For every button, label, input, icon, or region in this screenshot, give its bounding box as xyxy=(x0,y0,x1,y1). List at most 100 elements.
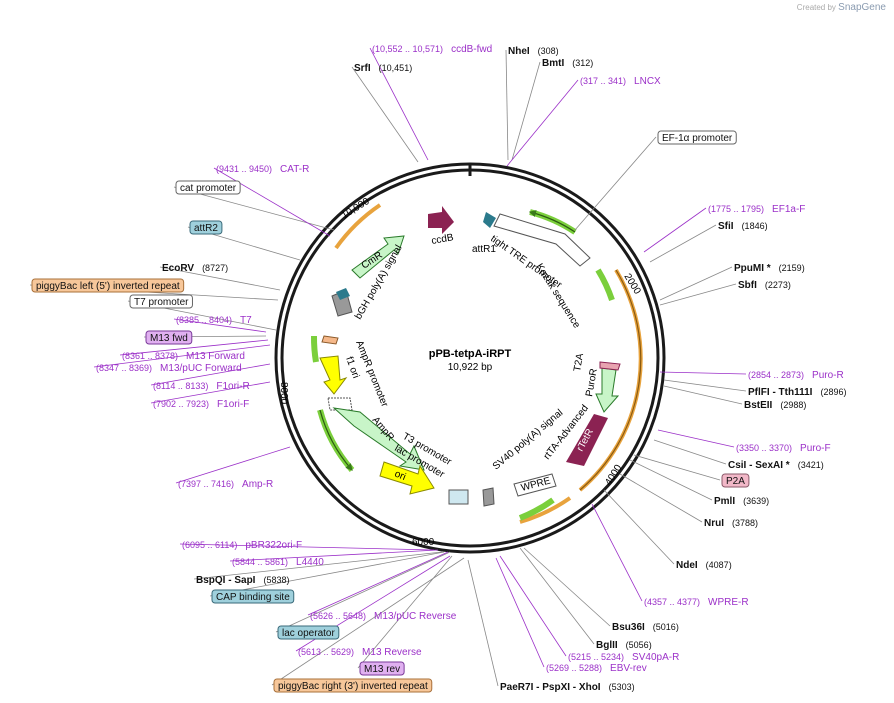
enzyme-site-name: NdeI xyxy=(676,560,698,571)
site-label: SbfI (2273) xyxy=(738,280,791,291)
site-label: SrfI (10,451) xyxy=(354,63,412,74)
feature-box xyxy=(273,678,433,693)
plasmid-name: pPB-tetpA-iRPT xyxy=(429,348,512,360)
site-label: NruI(3788) xyxy=(704,518,758,529)
leader-line xyxy=(505,49,509,161)
feature-ori: ori xyxy=(393,469,407,483)
enzyme-site-position: (5016) xyxy=(653,622,679,632)
primer-position: (7902 .. 7923) xyxy=(153,399,209,409)
leader-line xyxy=(659,266,733,301)
site-label: (8347 .. 8369)M13/pUC Forward xyxy=(96,363,242,374)
primer-position: (9431 .. 9450) xyxy=(216,164,272,174)
site-label: (6095 .. 6114)pBR322ori-F xyxy=(182,540,302,551)
leader-line xyxy=(506,79,579,167)
leader-line xyxy=(495,557,545,668)
enzyme-site-position: (1846) xyxy=(742,221,768,231)
site-label: NheI(308) xyxy=(508,46,559,57)
primer-name: CAT-R xyxy=(280,164,309,175)
leader-line xyxy=(351,66,419,163)
feature-box xyxy=(657,130,737,145)
feature-box xyxy=(189,220,223,235)
cmr-arrow xyxy=(351,235,405,279)
site-label: (317 .. 341) LNCX xyxy=(580,76,661,87)
feature-box xyxy=(145,330,193,345)
ori-arrow xyxy=(379,461,435,495)
primer-name: LNCX xyxy=(634,76,661,87)
enzyme-site-name: NheI xyxy=(508,46,530,57)
site-label: (7397 .. 7416)Amp-R xyxy=(178,479,273,490)
enzyme-site-name: SrfI xyxy=(354,63,371,74)
tick-label-8000: 8000 xyxy=(278,382,289,405)
feature-box-label: EF-1α promoter xyxy=(662,133,733,144)
feature-kozak: Kozak sequence xyxy=(533,262,582,331)
outer-labels: NheI(308)BmtI(312)(317 .. 341)LNCXEF-1α … xyxy=(31,44,846,693)
enzyme-site-position: (2896) xyxy=(820,387,846,397)
site-label: PpuMI *(2159) xyxy=(734,263,805,274)
leader-line xyxy=(150,381,271,404)
site-label: (10,552 .. 10,571)ccdB-fwd xyxy=(372,44,492,55)
feature-box xyxy=(277,625,340,640)
primer-name: Amp-R xyxy=(242,479,273,490)
enzyme-site-position: (3639) xyxy=(743,496,769,506)
leader-line xyxy=(307,551,449,616)
orange-arc-right-inner xyxy=(579,269,642,491)
tick-label-6000: 6000 xyxy=(412,537,435,548)
primer-name: SV40pA-R xyxy=(632,652,679,663)
primer-position: (2854 .. 2873) xyxy=(748,370,804,380)
primer-position: (4357 .. 4377) xyxy=(644,597,700,607)
primer-name: M13/pUC Forward xyxy=(160,363,242,374)
feature-box xyxy=(31,278,185,293)
primer-name: Puro-F xyxy=(800,443,831,454)
feature-box-label: M13 fwd xyxy=(150,333,188,344)
f1-ori-arrow xyxy=(327,397,353,411)
leader-line xyxy=(159,266,281,291)
created-by-label: Created by xyxy=(796,3,836,12)
enzyme-site-name: BspQI - SapI xyxy=(196,575,256,586)
leader-line xyxy=(175,446,291,484)
primer-name: F1ori-R xyxy=(216,381,249,392)
primer-position: (8361 .. 8378) xyxy=(122,351,178,361)
feature-box-label: piggyBac right (3') inverted repeat xyxy=(278,681,428,692)
lac-block xyxy=(448,489,469,505)
site-label: PflFI - Tth111I (2896) xyxy=(748,387,846,398)
feature-box-label: piggyBac left (5') inverted repeat xyxy=(36,281,180,292)
leader-line xyxy=(193,551,443,580)
arrow-bottom xyxy=(518,497,555,521)
site-label: SfiI(1846) xyxy=(718,221,768,232)
enzyme-site-name: CsiI - SexAI * xyxy=(728,460,790,471)
enzyme-site-position: (2273) xyxy=(765,280,791,290)
leader-line xyxy=(591,503,643,602)
enzyme-site-name: BmtI xyxy=(542,58,564,69)
primer-position: (8385 .. 8404) xyxy=(176,315,232,325)
enzyme-site-position: (8727) xyxy=(202,263,228,273)
ampr-arrow xyxy=(332,407,425,471)
site-label: CsiI - SexAI *(3421) xyxy=(728,460,824,471)
ampr-promoter-arrow xyxy=(319,355,348,395)
site-label: cat promoter xyxy=(175,180,241,195)
site-label: (8114 .. 8133)F1ori-R xyxy=(153,381,250,392)
primer-name: M13/pUC Reverse xyxy=(374,611,457,622)
site-label: (7902 .. 7923)F1ori-F xyxy=(153,399,249,410)
primer-name: M13 Forward xyxy=(186,351,245,362)
site-label: attR2 xyxy=(189,220,223,235)
leader-line xyxy=(659,371,747,375)
leader-line xyxy=(643,207,707,253)
puror-arrow xyxy=(595,367,620,413)
feature-f1-ori: f1 ori xyxy=(343,355,361,380)
leader-line xyxy=(649,224,717,263)
feature-box-label: T7 promoter xyxy=(134,297,189,308)
leader-line xyxy=(209,551,445,597)
enzyme-site-position: (10,451) xyxy=(379,63,413,73)
primer-position: (5844 .. 5861) xyxy=(232,557,288,567)
leader-line xyxy=(603,489,675,565)
primer-position: (317 .. 341) xyxy=(580,76,626,86)
leader-line xyxy=(179,543,435,551)
enzyme-site-position: (2159) xyxy=(779,263,805,273)
enzyme-site-name: PflFI - Tth111I xyxy=(748,387,813,398)
site-label: M13 fwd xyxy=(145,330,193,345)
leader-line xyxy=(229,549,439,562)
plasmid-length: 10,922 bp xyxy=(448,362,493,373)
site-label: BspQI - SapI(5838) xyxy=(196,575,289,586)
site-label: PaeR7I - PspXI - XhoI(5303) xyxy=(500,682,635,693)
enzyme-site-name: SbfI xyxy=(738,280,757,291)
